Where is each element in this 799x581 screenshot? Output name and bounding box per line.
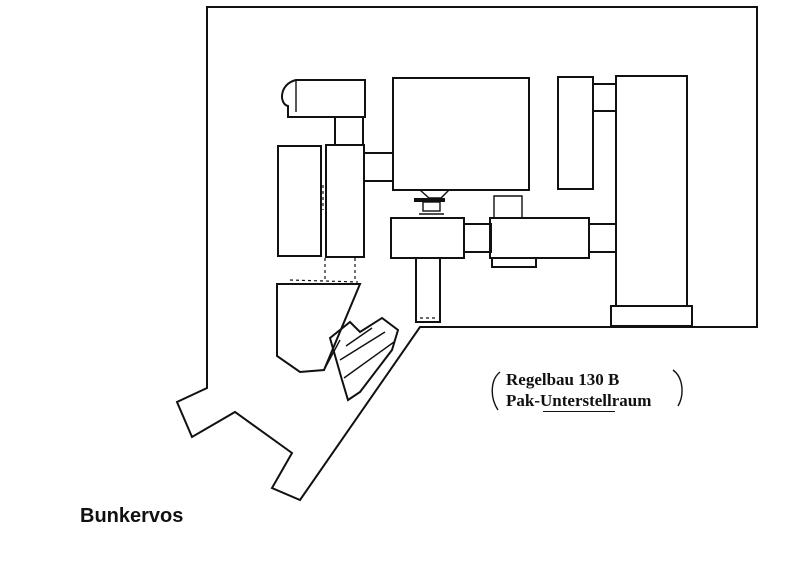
corridor-stub (463, 223, 492, 253)
room-left-outer (277, 145, 322, 257)
credit-label: Bunkervos (80, 505, 184, 527)
gun-casemate (276, 283, 362, 374)
hall-tall (615, 75, 688, 307)
corridor-down (415, 258, 441, 323)
plan-title: Regelbau 130 B (506, 370, 620, 389)
embrasure-line-1 (345, 327, 373, 347)
room-middle-right (489, 217, 590, 259)
title-bracket-left (491, 371, 501, 411)
plan-subtitle: Pak-Unterstellraum (506, 391, 652, 410)
room-top-left (281, 79, 366, 118)
connector-left-right (363, 152, 394, 182)
hall-base (610, 305, 693, 327)
connector-up (493, 195, 523, 218)
casemate-inner (323, 339, 341, 371)
room-central (392, 77, 530, 191)
casemate-dashed-top (289, 279, 359, 283)
central-doorway (419, 189, 450, 199)
connector-narrow-hall (592, 83, 617, 112)
embrasure-line-2 (339, 331, 386, 361)
room-left-inner (325, 144, 365, 258)
door-frame (422, 201, 441, 212)
connector-to-hall (588, 223, 617, 253)
embrasure-steps (328, 316, 400, 402)
title-bracket-right (672, 369, 683, 407)
corridor-middle (390, 217, 465, 259)
room-middle-right-step (491, 257, 537, 268)
connector-top-left (334, 116, 364, 146)
outer-perimeter (175, 6, 758, 502)
room-right-narrow (557, 76, 594, 190)
subtitle-underline (543, 411, 615, 412)
embrasure-line-3 (343, 341, 395, 379)
